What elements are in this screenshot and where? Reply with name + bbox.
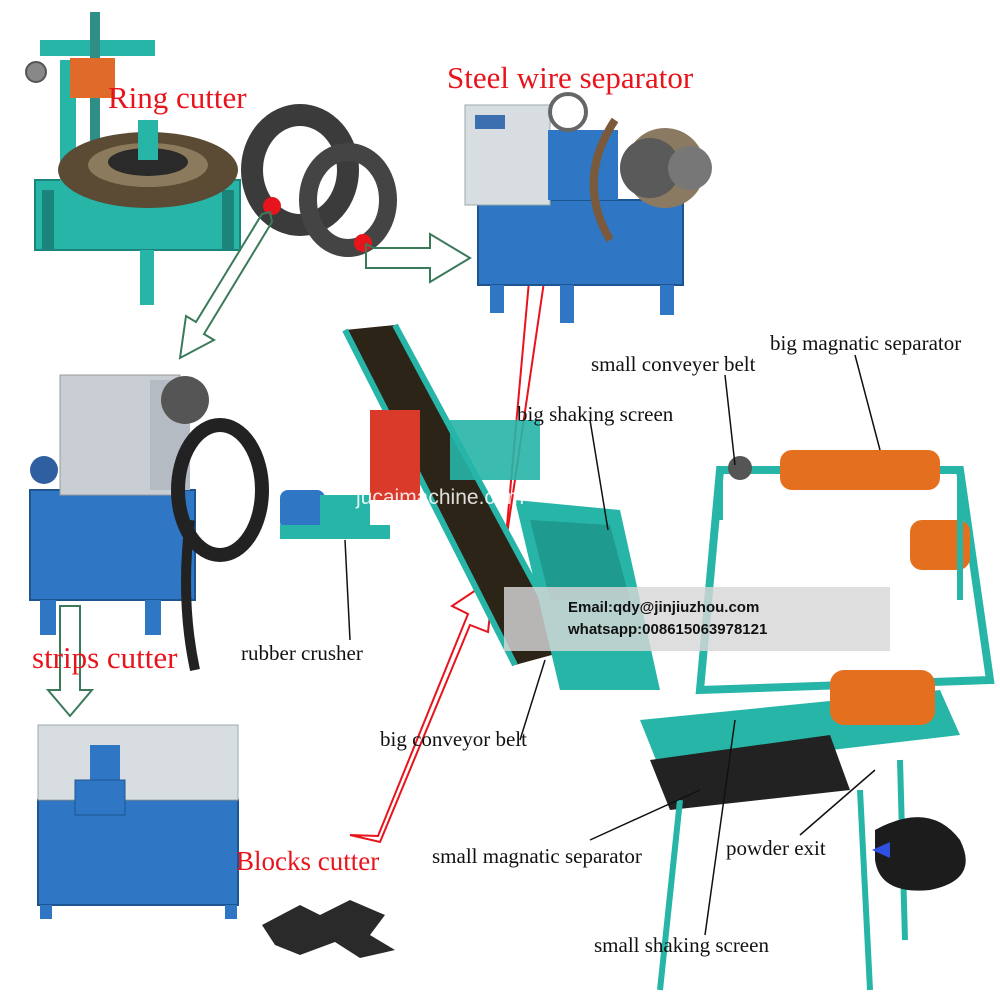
rubber-blocks: [262, 900, 395, 958]
contact-whatsapp: whatsapp:008615063978121: [568, 621, 768, 638]
primary-shredder-machine: [29, 374, 269, 672]
ring-cutter-machine: [25, 12, 241, 305]
label-big-magnatic-separator: big magnatic separator: [770, 331, 962, 355]
label-small-magnatic-separator: small magnatic separator: [432, 844, 642, 868]
label-steel-wire-separator: Steel wire separator: [447, 60, 694, 95]
strips-cutter-machine: [37, 724, 239, 919]
label-ring-cutter: Ring cutter: [108, 80, 247, 115]
label-big-conveyor-belt: big conveyor belt: [380, 727, 527, 751]
cut-tire-rings: [241, 104, 397, 257]
label-strips-cutter: strips cutter: [32, 640, 178, 675]
contact-box: Email:qdy@jinjiuzhou.com whatsapp:008615…: [504, 587, 890, 651]
process-arrows: [45, 210, 472, 718]
label-pointer-lines: [344, 354, 881, 936]
watermark-text: jucaimachine.com: [356, 486, 525, 509]
label-powder-exit: powder exit: [726, 836, 826, 860]
contact-email: Email:qdy@jinjiuzhou.com: [568, 599, 760, 616]
magnetic-separation-section: [640, 450, 995, 991]
label-blocks-cutter: Blocks cutter: [236, 846, 380, 876]
label-small-shaking-screen: small shaking screen: [594, 933, 769, 957]
label-big-shaking-screen: big shaking screen: [517, 402, 674, 426]
label-small-conveyer-belt: small conveyer belt: [591, 352, 756, 376]
steel-wire-separator-machine: [464, 92, 712, 323]
label-rubber-crusher: rubber crusher: [241, 641, 363, 665]
